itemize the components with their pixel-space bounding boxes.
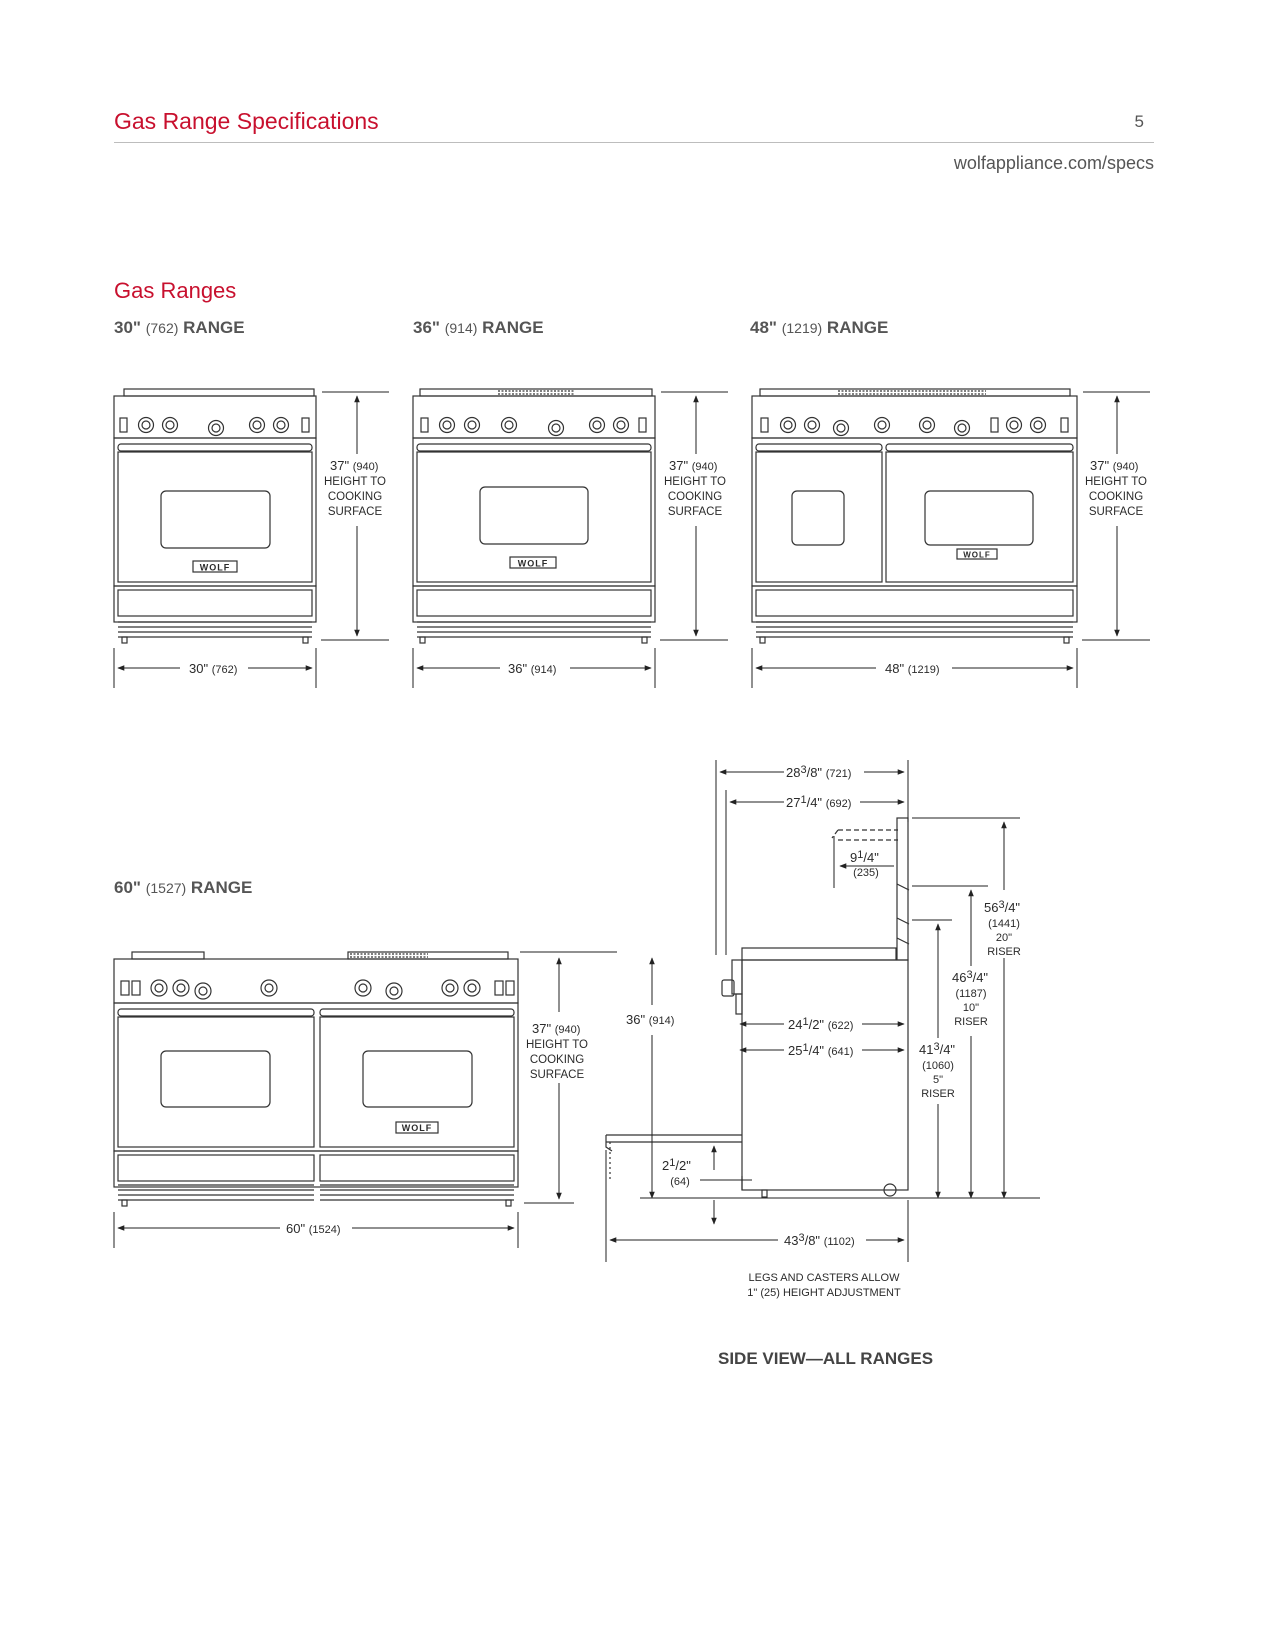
page-number: 5 — [1134, 112, 1144, 131]
specs-url: wolfappliance.com/specs — [953, 153, 1154, 173]
range-48-title: 48" (1219) RANGE — [750, 318, 888, 338]
header-divider — [114, 142, 1154, 143]
side-20-riser-height-label: 563/4" — [984, 899, 1020, 915]
range-60-dimensions — [113, 951, 617, 1248]
range-60-knobs — [120, 979, 515, 1000]
range-60-height-note-3: SURFACE — [530, 1069, 585, 1081]
range-60-title-inches: 60" — [114, 878, 141, 897]
range-48-width-label: 48" (1219) — [885, 661, 940, 676]
side-view-drawing — [605, 817, 910, 1198]
side-overall-depth-label: 283/8" (721) — [786, 764, 851, 780]
section-title: Gas Ranges — [114, 278, 237, 303]
range-48-grates — [759, 388, 1071, 397]
side-view-caption: SIDE VIEW—ALL RANGES — [718, 1349, 934, 1368]
range-48-height-note-2: COOKING — [1089, 491, 1143, 503]
range-30-title: 30" (762) RANGE — [114, 318, 245, 338]
side-5-riser-note-1: 5" — [933, 1074, 943, 1086]
side-20-riser-note-1: 20" — [996, 932, 1012, 944]
range-48-title-word: RANGE — [826, 318, 889, 337]
range-30-width-label: 30" (762) — [189, 661, 237, 676]
range-48-drawing — [751, 388, 1078, 644]
range-36-dimensions — [412, 391, 728, 688]
range-30-logo: WOLF — [200, 563, 231, 573]
page-title: Gas Range Specifications — [114, 108, 379, 134]
side-riser-depth-mm: (235) — [853, 867, 879, 879]
side-10-riser-mm: (1187) — [956, 988, 987, 1000]
range-36-height-note-1: HEIGHT TO — [664, 476, 726, 488]
side-door-clearance-label: 21/2" — [662, 1157, 691, 1173]
range-60-height-note-1: HEIGHT TO — [526, 1039, 588, 1051]
side-5-riser-height-label: 413/4" — [919, 1041, 955, 1057]
range-36-grates — [419, 388, 653, 397]
range-36-height-note-2: COOKING — [668, 491, 722, 503]
side-20-riser-mm: (1441) — [988, 918, 1020, 930]
range-36-title-inches: 36" — [413, 318, 440, 337]
side-depth-25-label: 251/4" (641) — [788, 1042, 853, 1058]
range-30-grates — [123, 388, 315, 397]
range-36-knobs — [420, 416, 647, 437]
range-48-logo: WOLF — [963, 551, 991, 560]
side-legs-note-line-1: LEGS AND CASTERS ALLOW — [749, 1272, 901, 1284]
range-36-drawing — [412, 388, 656, 644]
range-60-width-label: 60" (1524) — [286, 1221, 341, 1236]
side-5-riser-mm: (1060) — [922, 1060, 954, 1072]
range-60-drawing — [113, 951, 519, 1207]
range-48-height-note-3: SURFACE — [1089, 506, 1144, 518]
side-legs-note-line-2: 1" (25) HEIGHT ADJUSTMENT — [747, 1287, 901, 1299]
range-30-knobs — [119, 416, 310, 437]
range-30-height-note-1: HEIGHT TO — [324, 476, 386, 488]
range-48-dimensions — [751, 391, 1150, 688]
range-36-width-label: 36" (914) — [508, 661, 556, 676]
side-door-clearance-mm: (64) — [670, 1176, 690, 1188]
range-30-title-inches: 30" — [114, 318, 141, 337]
side-20-riser-note-2: RISER — [987, 946, 1021, 958]
side-view-dimensions — [605, 760, 1040, 1262]
range-60-title-word: RANGE — [190, 878, 253, 897]
range-36-title-word: RANGE — [482, 318, 544, 337]
range-36-logo: WOLF — [518, 559, 549, 569]
range-48-height-label: 37" (940) — [1090, 458, 1138, 473]
side-open-door-depth-label: 433/8" (1102) — [784, 1232, 855, 1248]
range-48-large-oven-window — [924, 490, 1034, 546]
range-36-height-note-3: SURFACE — [668, 506, 723, 518]
range-30-title-word: RANGE — [183, 318, 245, 337]
side-10-riser-note-1: 10" — [963, 1002, 979, 1014]
range-60-logo: WOLF — [402, 1123, 433, 1133]
range-30-dimensions — [113, 391, 389, 688]
range-48-small-oven-window — [791, 490, 845, 546]
range-60-height-label: 37" (940) — [532, 1021, 580, 1036]
range-60-height-note-2: COOKING — [530, 1054, 584, 1066]
range-30-height-label: 37" (940) — [330, 458, 378, 473]
side-counter-height-label: 36" (914) — [626, 1012, 674, 1027]
range-48-knobs — [760, 416, 1069, 437]
range-36-height-label: 37" (940) — [669, 458, 717, 473]
range-48-title-inches: 48" — [750, 318, 777, 337]
range-36-title-mm: (914) — [444, 320, 478, 336]
side-riser-depth-label: 91/4" — [850, 849, 879, 865]
range-60-title-mm: (1527) — [145, 880, 187, 896]
side-5-riser-note-2: RISER — [921, 1088, 955, 1100]
range-30-height-note-3: SURFACE — [328, 506, 383, 518]
side-10-riser-height-label: 463/4" — [952, 969, 988, 985]
side-depth-24-label: 241/2" (622) — [788, 1016, 853, 1032]
range-36-title: 36" (914) RANGE — [413, 318, 544, 338]
side-body-depth-label: 271/4" (692) — [786, 794, 851, 810]
range-36-oven-window — [479, 486, 589, 545]
range-30-drawing — [113, 388, 317, 644]
range-30-title-mm: (762) — [145, 320, 179, 336]
range-48-title-mm: (1219) — [781, 320, 823, 336]
range-60-title: 60" (1527) RANGE — [114, 878, 252, 898]
side-10-riser-note-2: RISER — [954, 1016, 988, 1028]
range-60-right-oven-window — [362, 1050, 473, 1108]
range-30-oven-window — [160, 490, 271, 549]
range-48-height-note-1: HEIGHT TO — [1085, 476, 1147, 488]
range-30-height-note-2: COOKING — [328, 491, 382, 503]
range-60-left-oven-window — [160, 1050, 271, 1108]
